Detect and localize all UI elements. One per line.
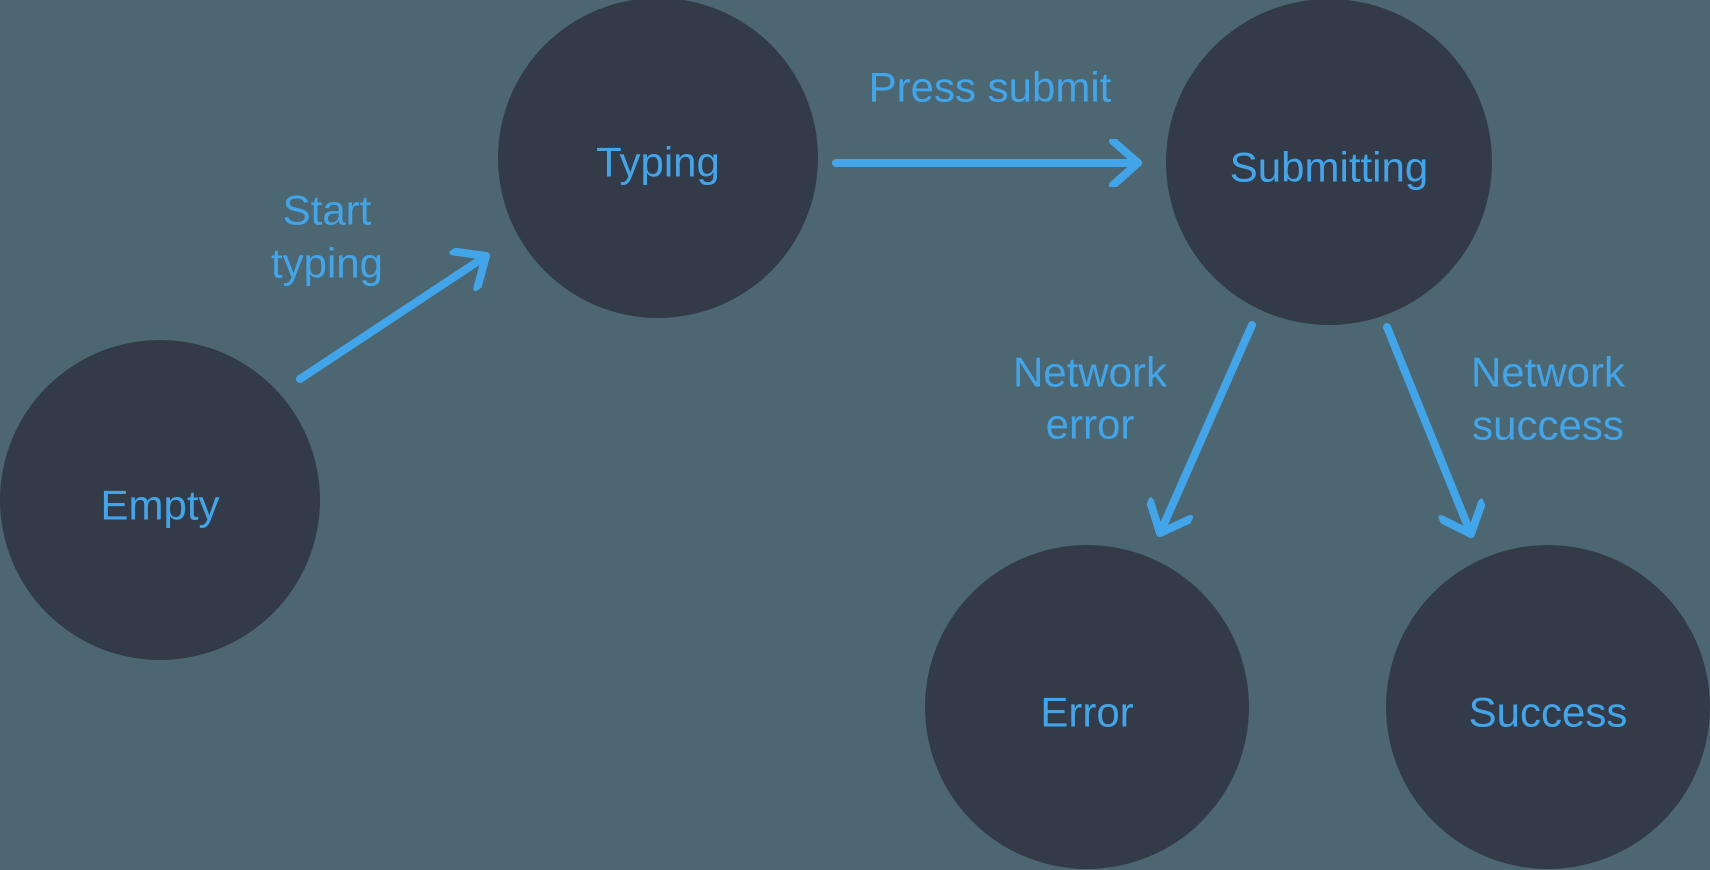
state-label-empty: Empty: [100, 482, 219, 529]
edge-arrow-start-typing: [296, 256, 490, 383]
state-label-success: Success: [1469, 689, 1628, 736]
state-node-error: Error: [925, 545, 1249, 869]
edge-label-start-typing-line1: Start: [283, 187, 372, 234]
state-node-empty: Empty: [0, 340, 320, 660]
state-label-error: Error: [1040, 689, 1133, 736]
edge-arrow-network-success: [1383, 323, 1471, 538]
edges-layer: [296, 163, 1471, 538]
state-label-typing: Typing: [596, 139, 720, 186]
state-node-submitting: Submitting: [1166, 0, 1492, 325]
edge-label-start-typing-line2: typing: [271, 240, 383, 287]
state-node-success: Success: [1386, 545, 1710, 869]
state-node-typing: Typing: [498, 0, 818, 318]
edge-label-press-submit: Press submit: [869, 64, 1112, 111]
edge-label-network-error-line2: error: [1046, 401, 1135, 448]
state-circle-success: [1386, 545, 1710, 869]
edge-arrow-network-error: [1160, 321, 1256, 537]
state-circle-submitting: [1166, 0, 1492, 325]
edge-labels-layer: Start typing Press submit Network error …: [271, 64, 1626, 449]
edge-label-network-success-line2: success: [1472, 402, 1624, 449]
edge-label-network-error-line1: Network: [1013, 349, 1168, 396]
state-label-submitting: Submitting: [1230, 144, 1428, 191]
state-circle-error: [925, 545, 1249, 869]
state-circle-empty: [0, 340, 320, 660]
state-circle-typing: [498, 0, 818, 318]
edge-label-network-success-line1: Network: [1471, 349, 1626, 396]
